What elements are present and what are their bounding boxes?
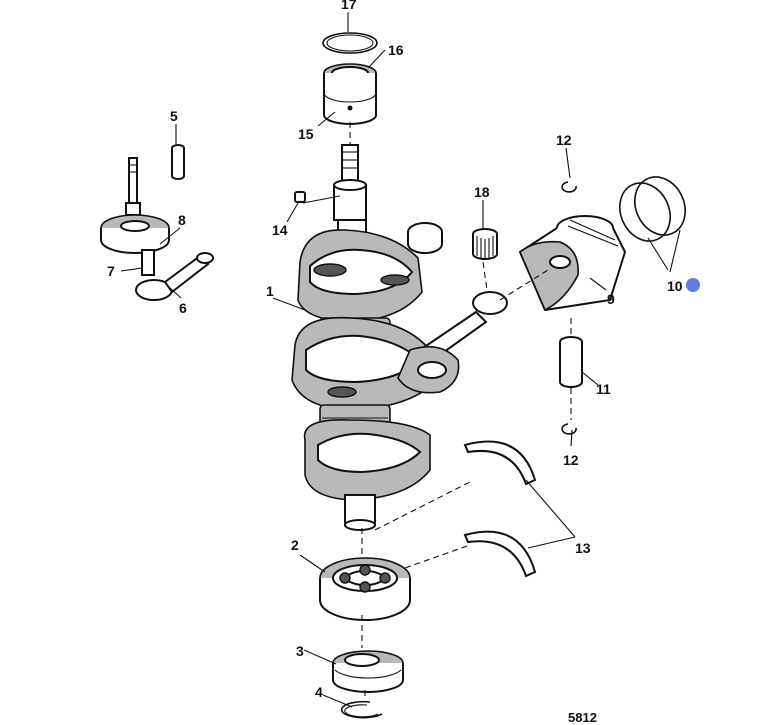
callout-14: 14 xyxy=(272,222,288,238)
part-14-woodruff-key xyxy=(294,191,306,203)
part-12-lock-ring-upper xyxy=(561,181,577,193)
part-3-bearing-seal xyxy=(332,650,404,693)
selection-marker-dot[interactable] xyxy=(686,278,700,292)
callout-6: 6 xyxy=(179,300,187,316)
part-12-lock-ring-lower xyxy=(561,423,577,435)
callout-12-upper: 12 xyxy=(556,132,572,148)
callout-12-lower: 12 xyxy=(563,452,579,468)
callout-labels: 17 16 15 5 8 7 6 14 1 18 12 9 10 11 12 1… xyxy=(107,0,683,725)
callout-1: 1 xyxy=(266,283,274,299)
leader-lines xyxy=(120,12,681,708)
callout-17: 17 xyxy=(341,0,357,12)
part-15-bearing-sleeve xyxy=(323,73,377,125)
figure-number: 5812 xyxy=(568,710,597,725)
part-connecting-rod xyxy=(397,291,508,394)
callout-15: 15 xyxy=(298,126,314,142)
callout-3: 3 xyxy=(296,643,304,659)
callout-8: 8 xyxy=(178,212,186,228)
part-13-thrust-washers xyxy=(463,440,537,578)
part-4-retaining-ring xyxy=(340,700,383,719)
inset-crank-assembly xyxy=(100,144,214,301)
callout-16: 16 xyxy=(388,42,404,58)
callout-7: 7 xyxy=(107,263,115,279)
callout-9: 9 xyxy=(607,291,615,307)
callout-13: 13 xyxy=(575,540,591,556)
part-11-piston-pin xyxy=(559,336,583,388)
part-1-crankshaft xyxy=(291,144,443,531)
part-2-ball-bearing xyxy=(319,557,411,621)
part-18-needle-bearing xyxy=(472,228,498,260)
callout-11: 11 xyxy=(596,381,611,397)
callout-4: 4 xyxy=(315,684,323,700)
part-9-piston xyxy=(518,215,627,312)
callout-2: 2 xyxy=(291,537,299,553)
callout-10: 10 xyxy=(667,278,683,294)
callout-18: 18 xyxy=(474,184,490,200)
part-10-piston-rings xyxy=(619,176,686,242)
callout-5: 5 xyxy=(170,108,178,124)
part-17-snap-ring xyxy=(322,32,378,54)
